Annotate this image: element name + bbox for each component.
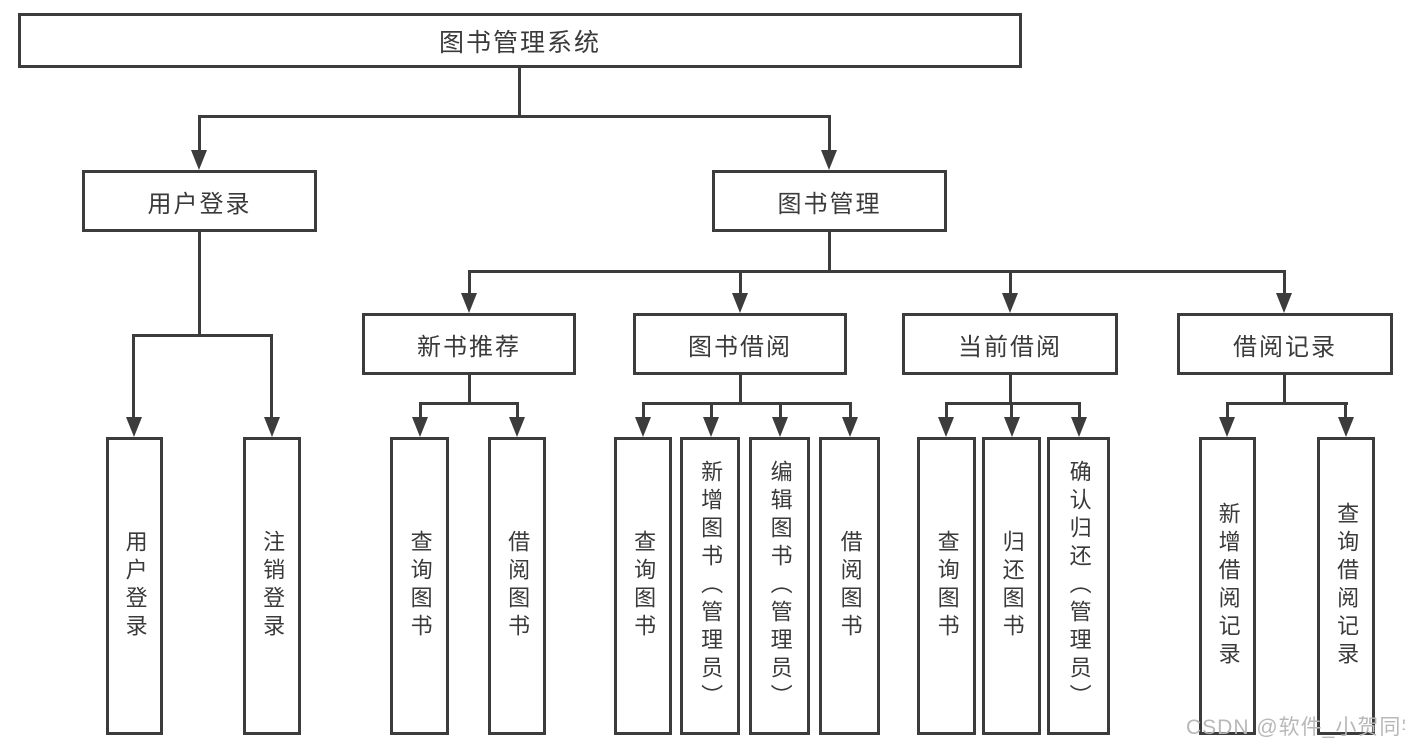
arrow-down-icon [635,417,651,437]
connector-hline [132,334,273,337]
arrow-down-icon [412,417,428,437]
connector-vline [468,374,471,405]
connector-vline [1009,270,1012,296]
arrow-down-icon [842,417,858,437]
leaf-return-books: 归还图书 [982,437,1041,735]
connector-vline [1344,402,1347,420]
node-new-book-recommendation: 新书推荐 [362,313,576,375]
arrow-down-icon [461,293,477,313]
arrow-down-icon [126,417,142,437]
connector-vline [198,232,201,336]
arrow-down-icon [264,417,280,437]
leaf-logout: 注销登录 [243,437,301,735]
arrow-down-icon [1002,293,1018,313]
connector-hline [1226,402,1348,405]
arrow-down-icon [1276,293,1292,313]
arrow-down-icon [1004,417,1020,437]
connector-vline [828,232,831,273]
csdn-watermark: CSDN @软件_小贺同学 [1186,716,1405,739]
arrow-down-icon [821,150,837,170]
leaf-borrow-books: 借阅图书 [488,437,546,735]
connector-vline [1226,402,1229,420]
connector-vline [1078,402,1081,420]
connector-vline [779,402,782,420]
connector-vline [132,334,135,420]
connector-vline [516,402,519,420]
connector-vline [849,402,852,420]
arrow-down-icon [772,417,788,437]
arrow-down-icon [938,417,954,437]
connector-vline [642,402,645,420]
leaf-user-login: 用户登录 [106,437,163,735]
connector-vline [1009,374,1012,405]
connector-vline [828,115,831,155]
connector-hline [198,115,831,118]
connector-vline [518,67,521,118]
connector-vline [270,334,273,420]
node-borrowing-records: 借阅记录 [1177,313,1393,375]
node-book-borrowing: 图书借阅 [633,313,847,375]
connector-hline [419,402,519,405]
connector-vline [710,402,713,420]
connector-vline [1010,402,1013,420]
leaf-add-borrow-record: 新增借阅记录 [1199,437,1256,735]
arrow-down-icon [732,293,748,313]
leaf-query-books: 查询图书 [917,437,976,735]
node-current-borrowing: 当前借阅 [902,313,1118,375]
leaf-query-books: 查询图书 [614,437,672,735]
leaf-add-books-admin: 新增图书（管理员） [680,437,740,735]
node-user-login: 用户登录 [82,170,317,232]
connector-vline [468,270,471,296]
arrow-down-icon [1219,417,1235,437]
connector-hline [468,270,1286,273]
node-book-management: 图书管理 [712,170,947,232]
leaf-query-borrow-record: 查询借阅记录 [1317,437,1375,735]
arrow-down-icon [1071,417,1087,437]
connector-hline [642,402,851,405]
leaf-borrow-books: 借阅图书 [819,437,880,735]
connector-hline [945,402,1081,405]
connector-vline [1283,374,1286,405]
arrow-down-icon [191,150,207,170]
connector-vline [739,270,742,296]
connector-vline [1283,270,1286,296]
leaf-edit-books-admin: 编辑图书（管理员） [749,437,810,735]
connector-vline [419,402,422,420]
leaf-query-books: 查询图书 [390,437,449,735]
arrow-down-icon [509,417,525,437]
connector-vline [945,402,948,420]
arrow-down-icon [1338,417,1354,437]
arrow-down-icon [703,417,719,437]
node-library-management-system: 图书管理系统 [18,13,1022,68]
connector-vline [198,115,201,155]
connector-vline [739,374,742,405]
leaf-confirm-return-admin: 确认归还（管理员） [1047,437,1110,735]
